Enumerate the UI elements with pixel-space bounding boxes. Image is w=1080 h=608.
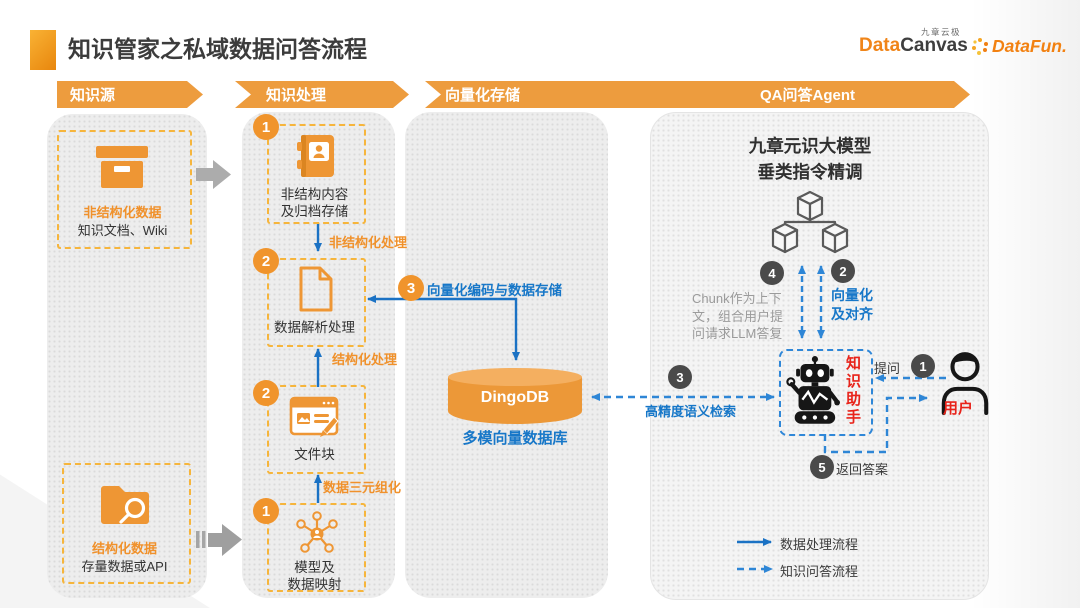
vector-align-line2: 及对齐 — [831, 306, 873, 322]
step-badge-1: 1 — [253, 114, 279, 140]
llm-model-title-line2: 垂类指令精调 — [757, 162, 863, 182]
user-label: 用户 — [943, 400, 974, 417]
chunk-note-line2: 文，组合用户提 — [692, 308, 784, 324]
datacanvas-logo-part2: Canvas — [900, 35, 968, 56]
step-badge-4: 1 — [253, 498, 279, 524]
step-badge-3: 2 — [253, 380, 279, 406]
page-title: 知识管家之私域数据问答流程 — [68, 36, 367, 62]
data-parsing-label: 数据解析处理 — [274, 320, 355, 335]
legend-solid-label: 数据处理流程 — [780, 537, 859, 552]
qa-badge-2: 2 — [831, 259, 855, 283]
archive-storage-label-line2: 及归档存储 — [280, 204, 349, 219]
document-icon — [299, 266, 333, 312]
qa-badge-3: 3 — [668, 365, 692, 389]
banner-qa-agent: QA问答Agent — [645, 81, 970, 108]
encode-label: 向量化编码与数据存储 — [427, 283, 562, 298]
unstructured-data-subtitle: 知识文档、Wiki — [77, 223, 168, 238]
banner-label: QA问答Agent — [760, 87, 855, 104]
structured-data-subtitle: 存量数据或API — [81, 559, 168, 574]
step-badge-2: 2 — [253, 248, 279, 274]
llm-model-title-line1: 九章元识大模型 — [748, 136, 872, 156]
card-model-mapping — [267, 503, 366, 592]
user-icon — [941, 352, 989, 416]
file-chunk-label: 文件块 — [294, 447, 335, 462]
chunk-note-line1: Chunk作为上下 — [692, 291, 782, 306]
banner-label: 知识处理 — [266, 87, 327, 104]
chunk-context-note: Chunk作为上下 文，组合用户提 问请求LLM答复 — [692, 290, 796, 343]
panel-qa-agent — [650, 112, 989, 600]
robot-icon — [786, 356, 840, 424]
contact-book-icon — [297, 135, 334, 177]
legend-dashed-label: 知识问答流程 — [780, 564, 859, 579]
datacanvas-logo: DataCanvas — [859, 35, 968, 57]
flow-label-triplet: 数据三元组化 — [323, 480, 402, 495]
ask-label: 提问 — [874, 361, 901, 376]
dingodb-caption: 多模向量数据库 — [462, 430, 568, 447]
flow-label-structured: 结构化处理 — [332, 352, 398, 367]
browser-edit-icon — [289, 396, 339, 437]
vector-align-line1: 向量化 — [831, 287, 873, 303]
qa-badge-5: 5 — [810, 455, 834, 479]
card-data-parsing — [267, 258, 366, 347]
datacanvas-logo-part1: Data — [859, 35, 901, 56]
qa-badge-4: 4 — [760, 261, 784, 285]
knowledge-assistant-box — [779, 349, 873, 436]
unstructured-data-title: 非结构化数据 — [83, 205, 162, 220]
banner-label: 知识源 — [70, 87, 116, 104]
graph-mapping-icon — [296, 511, 338, 553]
model-mapping-label-line1: 模型及 — [294, 560, 335, 575]
model-mapping-label-line2: 数据映射 — [287, 577, 342, 592]
structured-data-title: 结构化数据 — [91, 541, 157, 556]
semantic-retrieval-label: 高精度语义检索 — [645, 404, 737, 419]
dingodb-name: DingoDB — [480, 389, 550, 406]
chunk-note-line3: 问请求LLM答复 — [692, 326, 783, 341]
archive-storage-label-line1: 非结构内容 — [280, 187, 349, 202]
flow-label-unstructured: 非结构化处理 — [329, 235, 408, 250]
encode-badge: 3 — [398, 275, 424, 301]
llm-model-title: 九章元识大模型 垂类指令精调 — [688, 133, 932, 185]
qa-badge-1: 1 — [911, 354, 935, 378]
datacanvas-superscript: 九章云极 — [921, 27, 962, 37]
vector-align-label: 向量化 及对齐 — [831, 286, 873, 324]
panel-vector-storage — [405, 112, 608, 598]
answer-label: 返回答案 — [836, 462, 889, 477]
banner-vector-storage: 向量化存储 — [425, 81, 680, 108]
banner-knowledge-source: 知识源 — [57, 81, 203, 108]
datafun-logo-icon — [972, 38, 988, 55]
dingodb-cylinder-top — [448, 368, 582, 386]
card-file-chunk — [267, 385, 366, 474]
banner-label: 向量化存储 — [445, 87, 521, 104]
knowledge-assistant-label: 知识助手 — [844, 355, 861, 427]
folder-search-icon — [101, 486, 149, 524]
card-archive-storage — [267, 124, 366, 224]
card-unstructured-data — [57, 130, 192, 249]
archive-box-icon — [96, 146, 148, 188]
banner-knowledge-processing: 知识处理 — [235, 81, 409, 108]
datafun-logo: DataFun. — [992, 36, 1067, 56]
llm-cubes-icon — [771, 190, 849, 254]
title-accent-square — [30, 30, 56, 70]
card-structured-data — [62, 463, 191, 584]
